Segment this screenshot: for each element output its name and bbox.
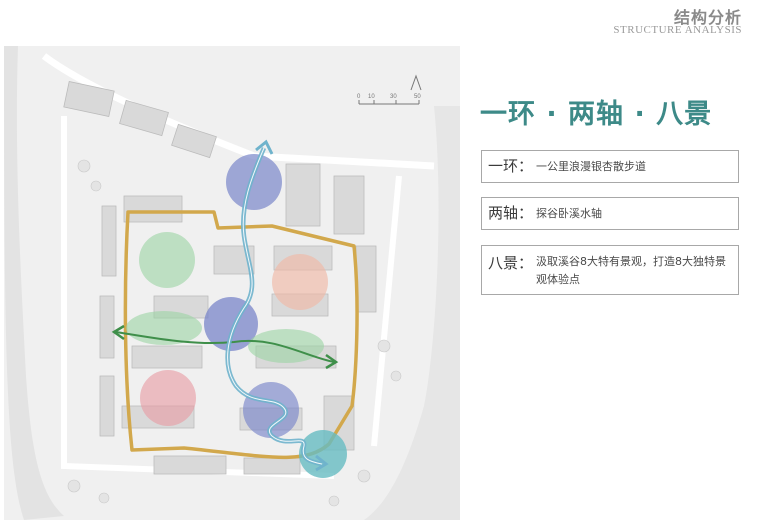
green-axis-right-arrow-icon (325, 353, 339, 370)
legend-views-label: 八景： (488, 254, 534, 272)
green-axis-left-arrow-icon (111, 324, 125, 341)
view-node-green-right (248, 329, 324, 363)
legend-ring: 一环： 一公里浪漫银杏散步道 (481, 150, 739, 183)
water-axis-end-arrow-icon (315, 454, 329, 472)
view-node-blue (226, 154, 282, 210)
green-axis (115, 331, 335, 363)
legend-axes-label: 两轴： (488, 204, 534, 222)
legend-ring-label: 一环： (488, 157, 534, 175)
scale-label: 50 (414, 94, 421, 100)
legend-ring-text: 一公里浪漫银杏散步道 (536, 160, 646, 173)
view-node-peach (272, 254, 328, 310)
page-subtitle: STRUCTURE ANALYSIS (613, 24, 742, 36)
scale-label: 10 (368, 94, 375, 100)
legend-axes-text: 探谷卧溪水轴 (536, 207, 602, 220)
view-node-cyan (299, 430, 347, 478)
legend-axes: 两轴： 探谷卧溪水轴 (481, 197, 739, 230)
view-node-blue-south (243, 382, 299, 438)
headline: 一环 · 两轴 · 八景 (480, 99, 713, 130)
scale-bar: 0 10 30 50 (357, 94, 421, 105)
ring-path (123, 210, 359, 460)
legend-views: 八景： 汲取溪谷8大特有景观，打造8大独特景观体验点 (481, 245, 739, 295)
page-title: 结构分析 (673, 8, 742, 27)
view-node-green (139, 232, 195, 288)
scale-label: 0 (357, 94, 361, 100)
legend-views-text: 汲取溪谷8大特有景观，打造8大独特景观体验点 (536, 255, 726, 286)
site-plan: 0 10 30 50 (4, 46, 460, 520)
view-node-pink (140, 370, 196, 426)
water-axis-arrow-icon (255, 139, 274, 155)
north-arrow-icon (410, 74, 422, 91)
scale-label: 30 (390, 94, 397, 100)
